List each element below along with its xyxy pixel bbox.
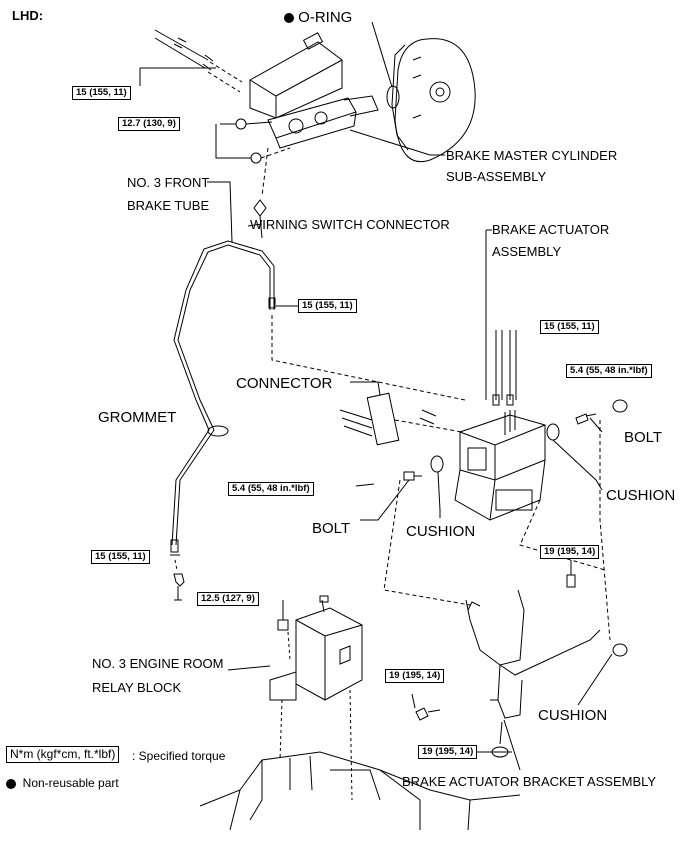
bolt-left-label: BOLT — [312, 520, 351, 537]
non-reusable-dot-icon — [284, 13, 294, 24]
front-tube-label-1: NO. 3 FRONT — [127, 175, 210, 190]
o-ring-text: O-RING — [298, 9, 353, 26]
body-panel — [199, 751, 521, 831]
torque-tag: 12.5 (127, 9) — [197, 592, 259, 607]
torque-tag: 19 (195, 14) — [385, 669, 445, 684]
relay-block-label-1: NO. 3 ENGINE ROOM — [92, 656, 224, 671]
o-ring — [386, 85, 400, 109]
master-cylinder-label-1: BRAKE MASTER CYLINDER — [446, 148, 618, 163]
front-brake-tube — [170, 240, 276, 553]
cushion-left-label: CUSHION — [406, 523, 476, 540]
legend-nonreusable: Non-reusable part — [6, 776, 119, 790]
header-lhd: LHD: — [12, 8, 44, 23]
bracket-label: BRAKE ACTUATOR BRACKET ASSEMBLY — [402, 774, 657, 789]
non-reusable-dot-icon — [6, 778, 16, 789]
actuator-bracket — [465, 589, 601, 719]
brake-booster — [391, 38, 476, 162]
grommet-label: GROMMET — [98, 409, 177, 426]
torque-tag: 15 (155, 11) — [540, 320, 599, 335]
bolt-right-label: BOLT — [624, 429, 663, 446]
legend-nonreusable-text: Non-reusable part — [22, 776, 119, 790]
torque-tag: 12.7 (130, 9) — [118, 117, 180, 132]
legend-unit-box: N*m (kgf*cm, ft.*lbf) — [6, 746, 120, 764]
front-tube-label-2: BRAKE TUBE — [127, 198, 210, 213]
connector-part — [339, 381, 437, 446]
relay-block-label-2: RELAY BLOCK — [92, 680, 182, 695]
cushion-bottom-label: CUSHION — [538, 707, 608, 724]
torque-tag: 5.4 (55, 48 in.*lbf) — [566, 364, 652, 379]
o-ring-label: O-RING — [284, 10, 352, 25]
torque-tag: 15 (155, 11) — [72, 86, 131, 101]
relay-block — [269, 607, 363, 701]
torque-tag: 19 (195, 14) — [418, 745, 478, 760]
actuator-label-1: BRAKE ACTUATOR — [492, 222, 610, 237]
torque-tag: 5.4 (55, 48 in.*lbf) — [228, 482, 314, 497]
torque-tag: 15 (155, 11) — [298, 299, 357, 314]
torque-tag: 15 (155, 11) — [91, 550, 150, 565]
master-cylinder — [249, 32, 379, 149]
wirning-connector-label: WIRNING SWITCH CONNECTOR — [250, 217, 450, 232]
actuator-label-2: ASSEMBLY — [492, 244, 562, 259]
torque-tag: 19 (195, 14) — [540, 545, 600, 560]
connector-label: CONNECTOR — [236, 375, 333, 392]
legend-unit-text: : Specified torque — [132, 749, 226, 763]
cushion-right-label: CUSHION — [606, 487, 676, 504]
master-cylinder-label-2: SUB-ASSEMBLY — [446, 169, 547, 184]
brake-actuator — [454, 410, 546, 521]
